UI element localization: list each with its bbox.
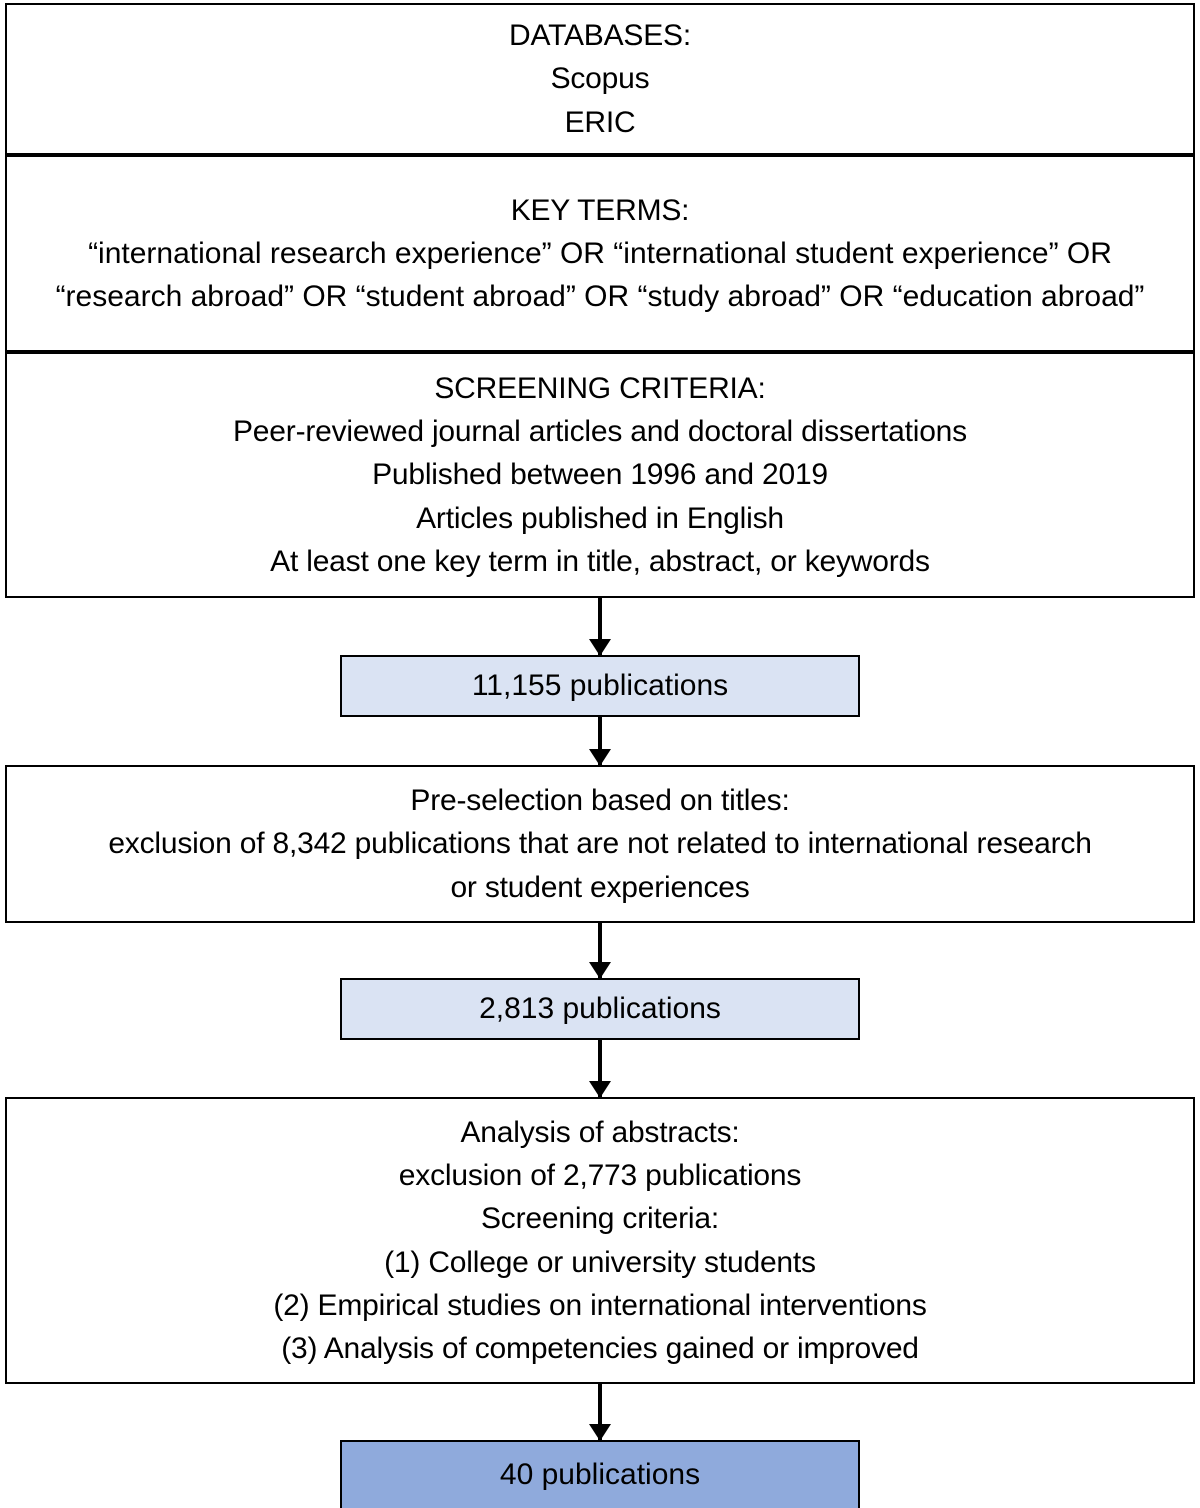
arrow-abstracts-to-result-3 xyxy=(598,1384,602,1440)
abstracts-criteria-heading: Screening criteria: xyxy=(481,1202,719,1236)
arrow-result-2-to-abstracts xyxy=(598,1040,602,1097)
key-terms-body: “international research experience” OR “… xyxy=(55,236,1145,314)
key-terms-heading: KEY TERMS: xyxy=(510,193,690,227)
databases-item-scopus: Scopus xyxy=(550,62,650,96)
databases-heading: DATABASES: xyxy=(509,19,691,53)
screening-criterion-4: At least one key term in title, abstract… xyxy=(270,544,930,578)
databases-item-eric: ERIC xyxy=(564,105,636,139)
screening-heading: SCREENING CRITERIA: xyxy=(434,372,766,406)
abstracts-criterion-1: (1) College or university students xyxy=(384,1245,816,1279)
abstracts-heading: Analysis of abstracts: xyxy=(460,1115,740,1149)
node-screening-criteria: SCREENING CRITERIA: Peer-reviewed journa… xyxy=(5,352,1195,598)
node-result-11155: 11,155 publications xyxy=(340,655,860,717)
node-databases: DATABASES: Scopus ERIC xyxy=(5,3,1195,155)
node-abstract-analysis: Analysis of abstracts: exclusion of 2,77… xyxy=(5,1097,1195,1384)
screening-criterion-2: Published between 1996 and 2019 xyxy=(372,458,828,492)
abstracts-exclusion: exclusion of 2,773 publications xyxy=(398,1159,802,1193)
arrow-result-1-to-preselection xyxy=(598,717,602,765)
abstracts-criterion-3: (3) Analysis of competencies gained or i… xyxy=(281,1331,919,1365)
preselection-heading: Pre-selection based on titles: xyxy=(410,784,790,818)
preselection-detail-2: or student experiences xyxy=(450,870,750,904)
node-result-2813: 2,813 publications xyxy=(340,978,860,1040)
node-result-40: 40 publications xyxy=(340,1440,860,1508)
abstracts-criterion-2: (2) Empirical studies on international i… xyxy=(273,1288,927,1322)
arrow-screening-to-result-1 xyxy=(598,598,602,655)
screening-criterion-3: Articles published in English xyxy=(416,501,784,535)
result-2-label: 2,813 publications xyxy=(479,992,721,1025)
result-1-label: 11,155 publications xyxy=(471,669,729,702)
preselection-detail-1: exclusion of 8,342 publications that are… xyxy=(108,827,1092,861)
node-key-terms: KEY TERMS: “international research exper… xyxy=(5,155,1195,352)
result-3-label: 40 publications xyxy=(499,1458,701,1491)
screening-criterion-1: Peer-reviewed journal articles and docto… xyxy=(233,415,967,449)
node-pre-selection: Pre-selection based on titles: exclusion… xyxy=(5,765,1195,923)
arrow-preselection-to-result-2 xyxy=(598,923,602,978)
